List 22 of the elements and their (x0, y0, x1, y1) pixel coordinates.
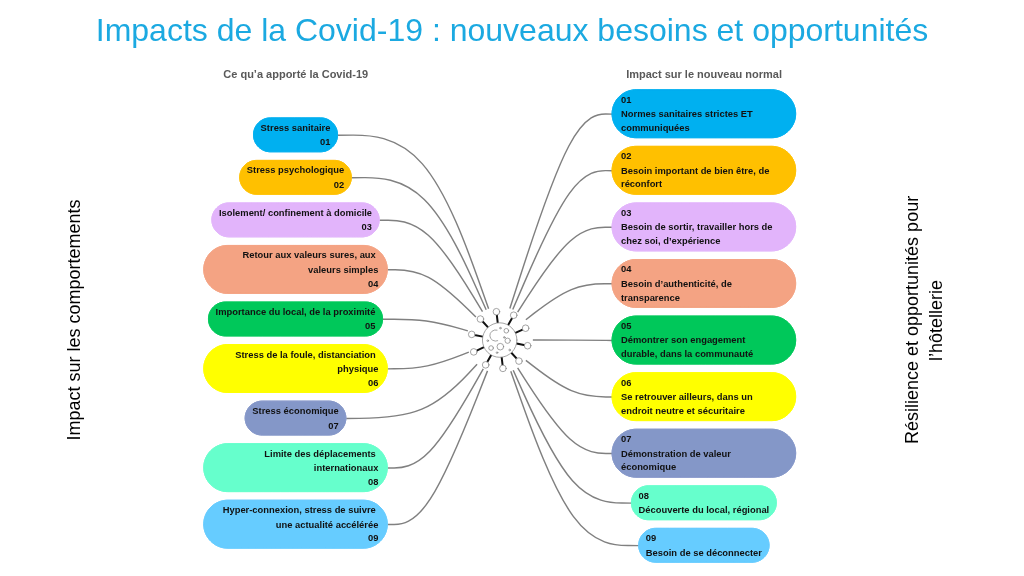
connector (379, 219, 484, 313)
connector (525, 359, 614, 398)
side-label: Impact sur les comportements (63, 199, 85, 441)
title: Impacts de la Covid-19 : nouveaux besoins et opportunités (94, 11, 930, 50)
connector (512, 369, 633, 504)
connector (387, 370, 489, 526)
connector (387, 269, 477, 318)
connector (517, 226, 614, 313)
connector (387, 351, 470, 370)
connector (351, 176, 488, 311)
connector (345, 363, 479, 420)
connector (387, 368, 485, 469)
connector (532, 339, 614, 342)
connector (509, 113, 614, 310)
connector (382, 318, 469, 332)
connector (510, 370, 641, 547)
side-label: Résilience et opportunités pour l’hôtellerie (901, 195, 947, 445)
connector (517, 367, 614, 455)
connector (525, 283, 614, 321)
connector (512, 169, 614, 311)
connector (337, 134, 490, 310)
column-heading: Ce qu’a apporté la Covid-19 (223, 68, 369, 80)
